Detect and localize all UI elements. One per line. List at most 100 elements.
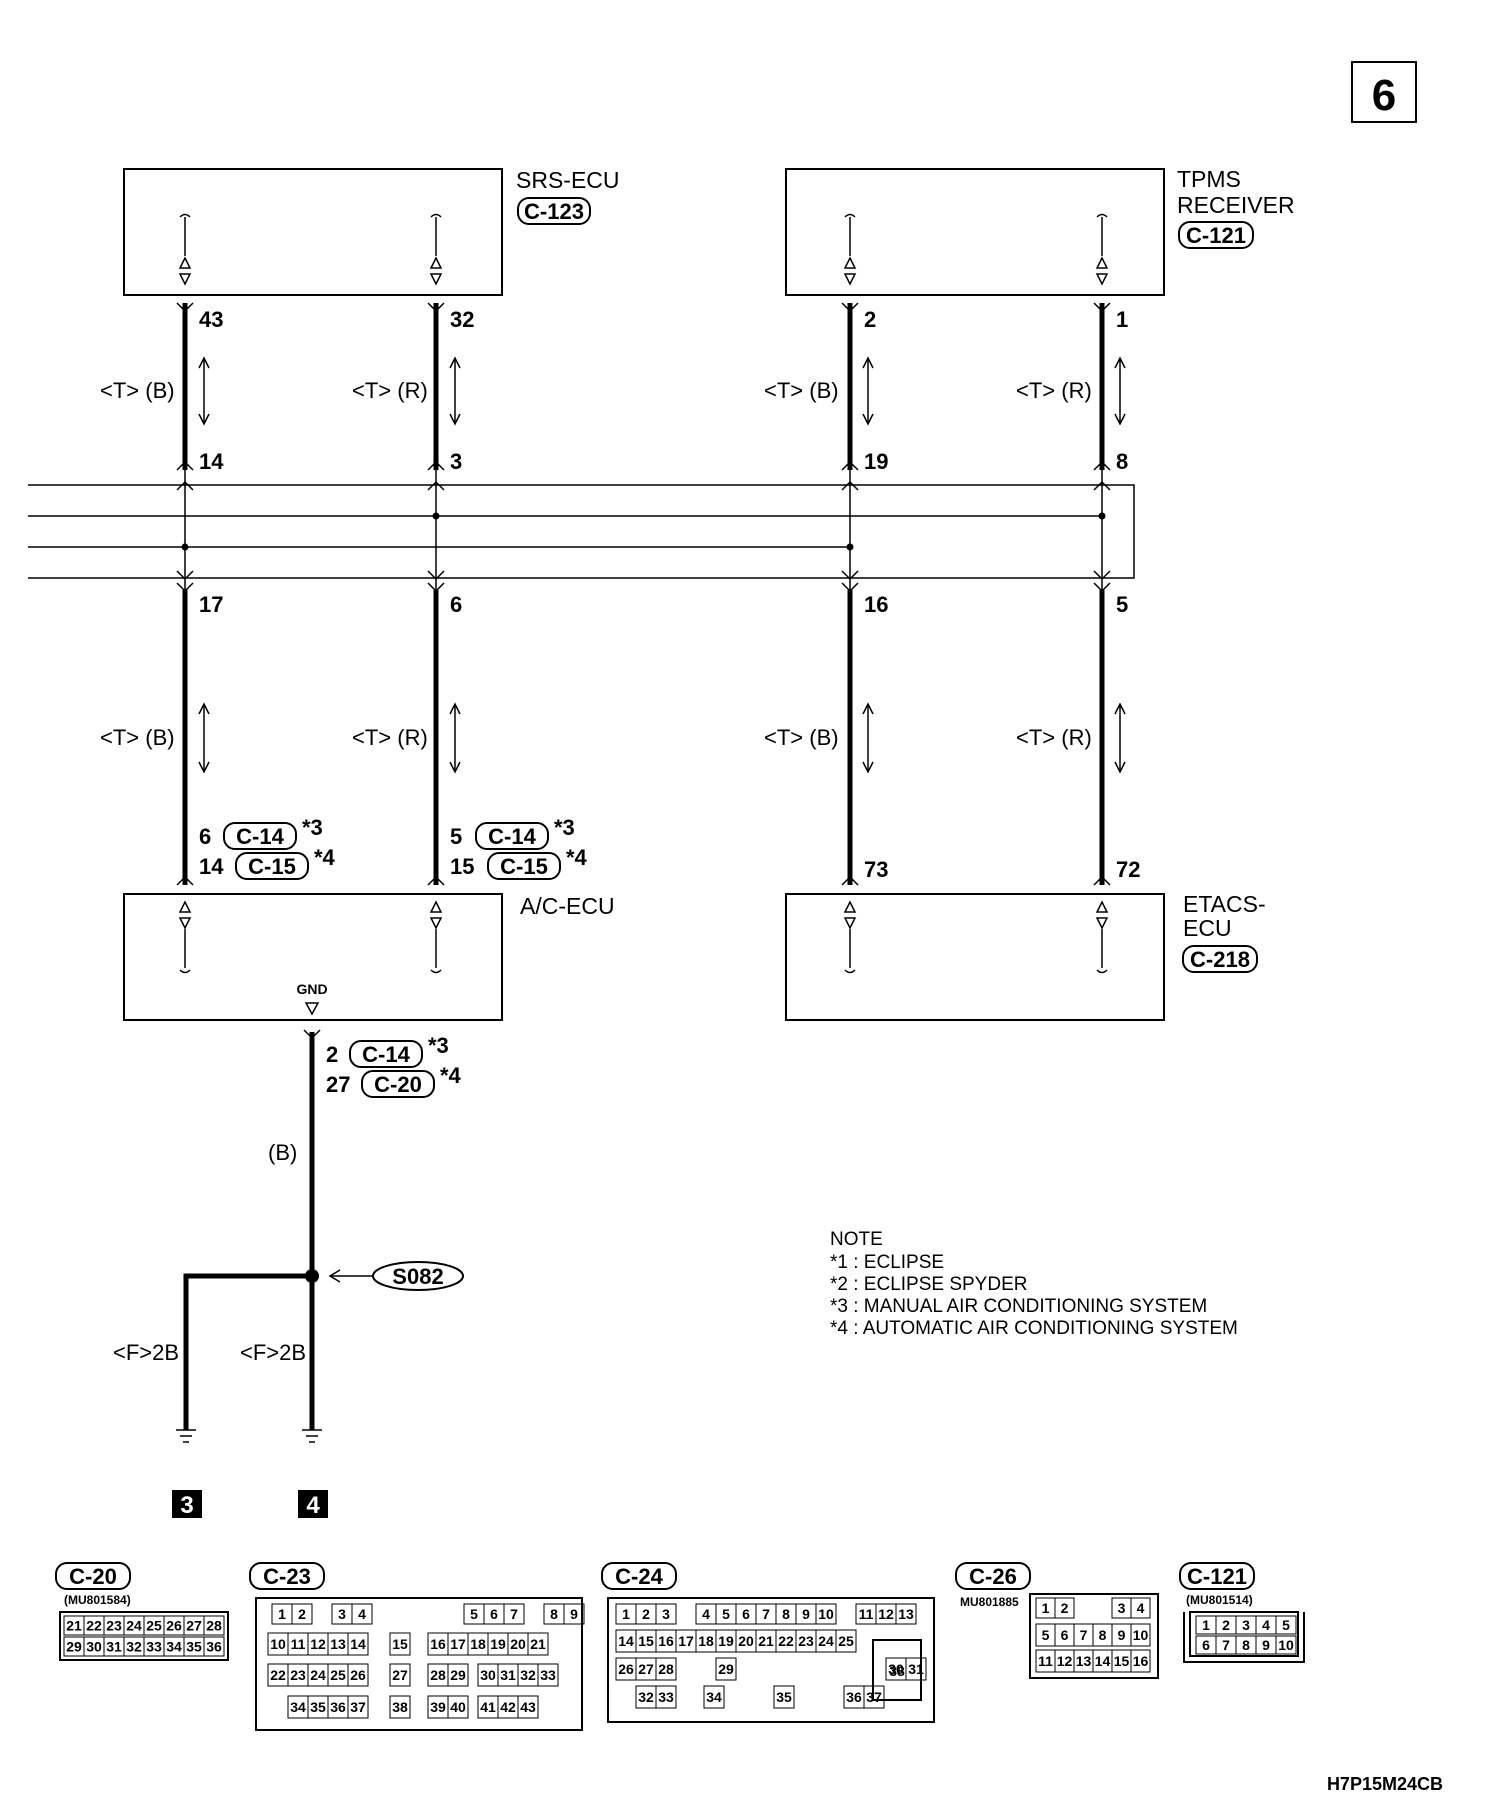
note-item-3: *3 : MANUAL AIR CONDITIONING SYSTEM xyxy=(830,1296,1207,1317)
c121-cell: 3 xyxy=(1242,1617,1250,1633)
gnd-pin-c20: 27 xyxy=(326,1072,350,1097)
pin-w2-mid-bottom: 6 xyxy=(450,592,462,617)
c23-cell: 3 xyxy=(338,1606,346,1622)
c26-label: C-26 xyxy=(969,1564,1017,1589)
gnd-conn-c20: C-20 xyxy=(374,1072,422,1097)
c23-cell: 24 xyxy=(310,1667,326,1683)
page-number-box: 6 xyxy=(1351,61,1417,123)
c121-cell: 9 xyxy=(1262,1637,1270,1653)
c20-cell: 27 xyxy=(186,1618,202,1634)
w1-star-4: *4 xyxy=(314,845,336,870)
label-w1-bottom: <T> (B) xyxy=(100,725,175,750)
c24-cell: 22 xyxy=(778,1633,794,1649)
c121-cell: 8 xyxy=(1242,1637,1250,1653)
c121-cell: 5 xyxy=(1282,1617,1290,1633)
c24-cell: 3 xyxy=(662,1606,670,1622)
c121-cell: 10 xyxy=(1278,1637,1294,1653)
c23-cell: 43 xyxy=(520,1699,536,1715)
pin-w1-mid-bottom: 17 xyxy=(199,592,223,617)
ground-point-3: 3 xyxy=(180,1492,193,1519)
tpms-label-line2: RECEIVER xyxy=(1177,192,1295,218)
c20-cell: 35 xyxy=(186,1639,202,1655)
c20-cell: 21 xyxy=(66,1618,82,1634)
c26-cell: 5 xyxy=(1042,1627,1050,1643)
c26-cell: 15 xyxy=(1114,1653,1130,1669)
gnd-pin-c14: 2 xyxy=(326,1042,338,1067)
c26-cell: 8 xyxy=(1099,1627,1107,1643)
c24-cell: 29 xyxy=(718,1661,734,1677)
c23-cell: 8 xyxy=(550,1606,558,1622)
c23-cell: 13 xyxy=(330,1636,346,1652)
c23-cell-frame xyxy=(389,1695,411,1719)
c23-cell: 30 xyxy=(480,1667,496,1683)
c24-cell: 23 xyxy=(798,1633,814,1649)
c26-cell: 6 xyxy=(1061,1627,1069,1643)
c20-cell: 29 xyxy=(66,1639,82,1655)
c24-cell-frame xyxy=(905,1657,927,1681)
c23-cell: 28 xyxy=(430,1667,446,1683)
c24-cell: 10 xyxy=(818,1606,834,1622)
wire-labels: <T> (B) <T> (R) <T> (B) <T> (R) <T> (B) … xyxy=(100,378,1092,750)
srs-ecu: SRS-ECU C-123 xyxy=(123,167,620,296)
c23-cell: 29 xyxy=(450,1667,466,1683)
pin-w2-top: 32 xyxy=(450,307,474,332)
pin-w4-bottom: 72 xyxy=(1116,857,1140,882)
label-w4-bottom: <T> (R) xyxy=(1016,725,1092,750)
c24-cell: 18 xyxy=(698,1633,714,1649)
c26-cell: 7 xyxy=(1080,1627,1088,1643)
pin-w3-bottom: 73 xyxy=(864,857,888,882)
c26-cell: 4 xyxy=(1137,1600,1145,1616)
gnd-star-3: *3 xyxy=(428,1033,449,1058)
note-item-1: *1 : ECLIPSE xyxy=(830,1252,944,1273)
pin-w4-mid-top: 8 xyxy=(1116,449,1128,474)
c26-cell: 9 xyxy=(1118,1627,1126,1643)
c26-cell: 13 xyxy=(1076,1653,1092,1669)
c23-cell-frame xyxy=(503,1603,525,1625)
pin-numbers: 43 32 2 1 14 3 19 8 17 6 16 5 73 72 xyxy=(199,307,1140,882)
c23-cell: 12 xyxy=(310,1636,326,1652)
c26-cell-frame xyxy=(1130,1597,1151,1619)
c26-cell: 12 xyxy=(1057,1653,1073,1669)
c23-cell-frame xyxy=(447,1663,469,1687)
c23-cell: 41 xyxy=(480,1699,496,1715)
c24-cell: 6 xyxy=(742,1606,750,1622)
c23-cell: 32 xyxy=(520,1667,536,1683)
c26-cell: 11 xyxy=(1038,1653,1053,1669)
c23-cell: 25 xyxy=(330,1667,346,1683)
w2-conn-c14: C-14 xyxy=(488,824,536,849)
c24-cell-frame xyxy=(773,1685,795,1709)
c121-part: (MU801514) xyxy=(1186,1593,1253,1607)
c121-cell-frame xyxy=(1275,1635,1297,1655)
ac-ecu: A/C-ECU GND xyxy=(123,893,615,1021)
c23-cell: 18 xyxy=(470,1636,486,1652)
label-w1-top: <T> (B) xyxy=(100,378,175,403)
c23-cell: 36 xyxy=(330,1699,346,1715)
c23-cell-frame xyxy=(537,1663,559,1687)
w2-star-4: *4 xyxy=(566,845,588,870)
pin-w1-top: 43 xyxy=(199,307,223,332)
c20-cell: 32 xyxy=(126,1639,142,1655)
c23-cell: 20 xyxy=(510,1636,526,1652)
gnd-branch-right-label: <F>2B xyxy=(240,1340,306,1365)
c23-cell: 1 xyxy=(278,1606,286,1622)
c20-cell: 36 xyxy=(206,1639,222,1655)
etacs-ecu: ETACS- ECU C-218 xyxy=(785,891,1266,1021)
c23-cell: 10 xyxy=(270,1636,286,1652)
c23-cell: 4 xyxy=(358,1606,366,1622)
c24-cell: 21 xyxy=(758,1633,774,1649)
c23-cell: 19 xyxy=(490,1636,506,1652)
gnd-conn-c14: C-14 xyxy=(362,1042,410,1067)
c20-cell-frame xyxy=(203,1636,225,1657)
ground-circuit: 2 C-14 *3 27 C-20 *4 (B) S082 <F>2B <F>2… xyxy=(113,1029,464,1519)
c23-cell: 6 xyxy=(490,1606,498,1622)
wire-w3 xyxy=(841,302,859,886)
c121-cell: 4 xyxy=(1262,1617,1270,1633)
c23-cell: 33 xyxy=(540,1667,556,1683)
c26-cell: 10 xyxy=(1133,1627,1149,1643)
